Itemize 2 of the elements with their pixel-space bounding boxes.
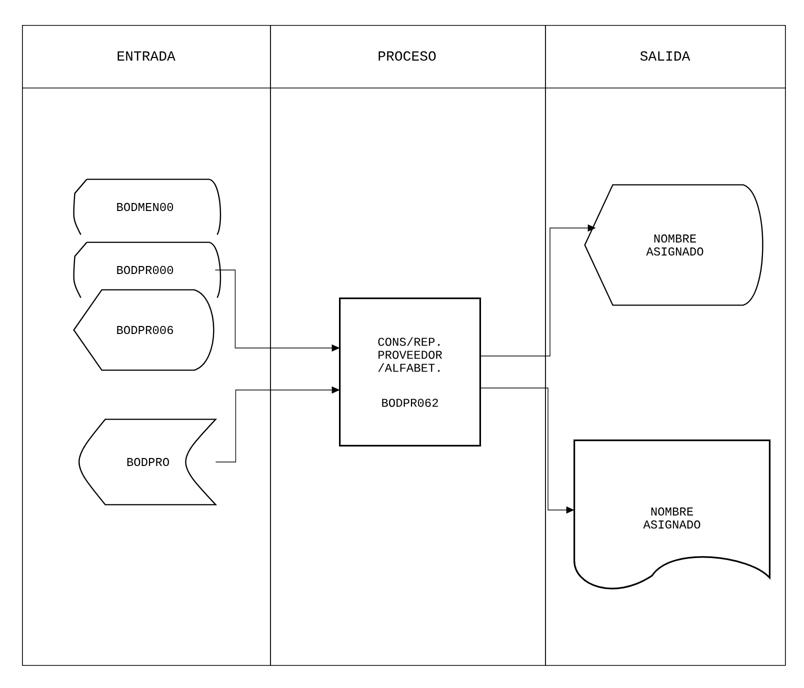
document-shape: NOMBRE ASIGNADO: [574, 440, 770, 590]
process-box: CONS/REP. PROVEEDOR /ALFABET. BODPR062: [339, 298, 481, 446]
